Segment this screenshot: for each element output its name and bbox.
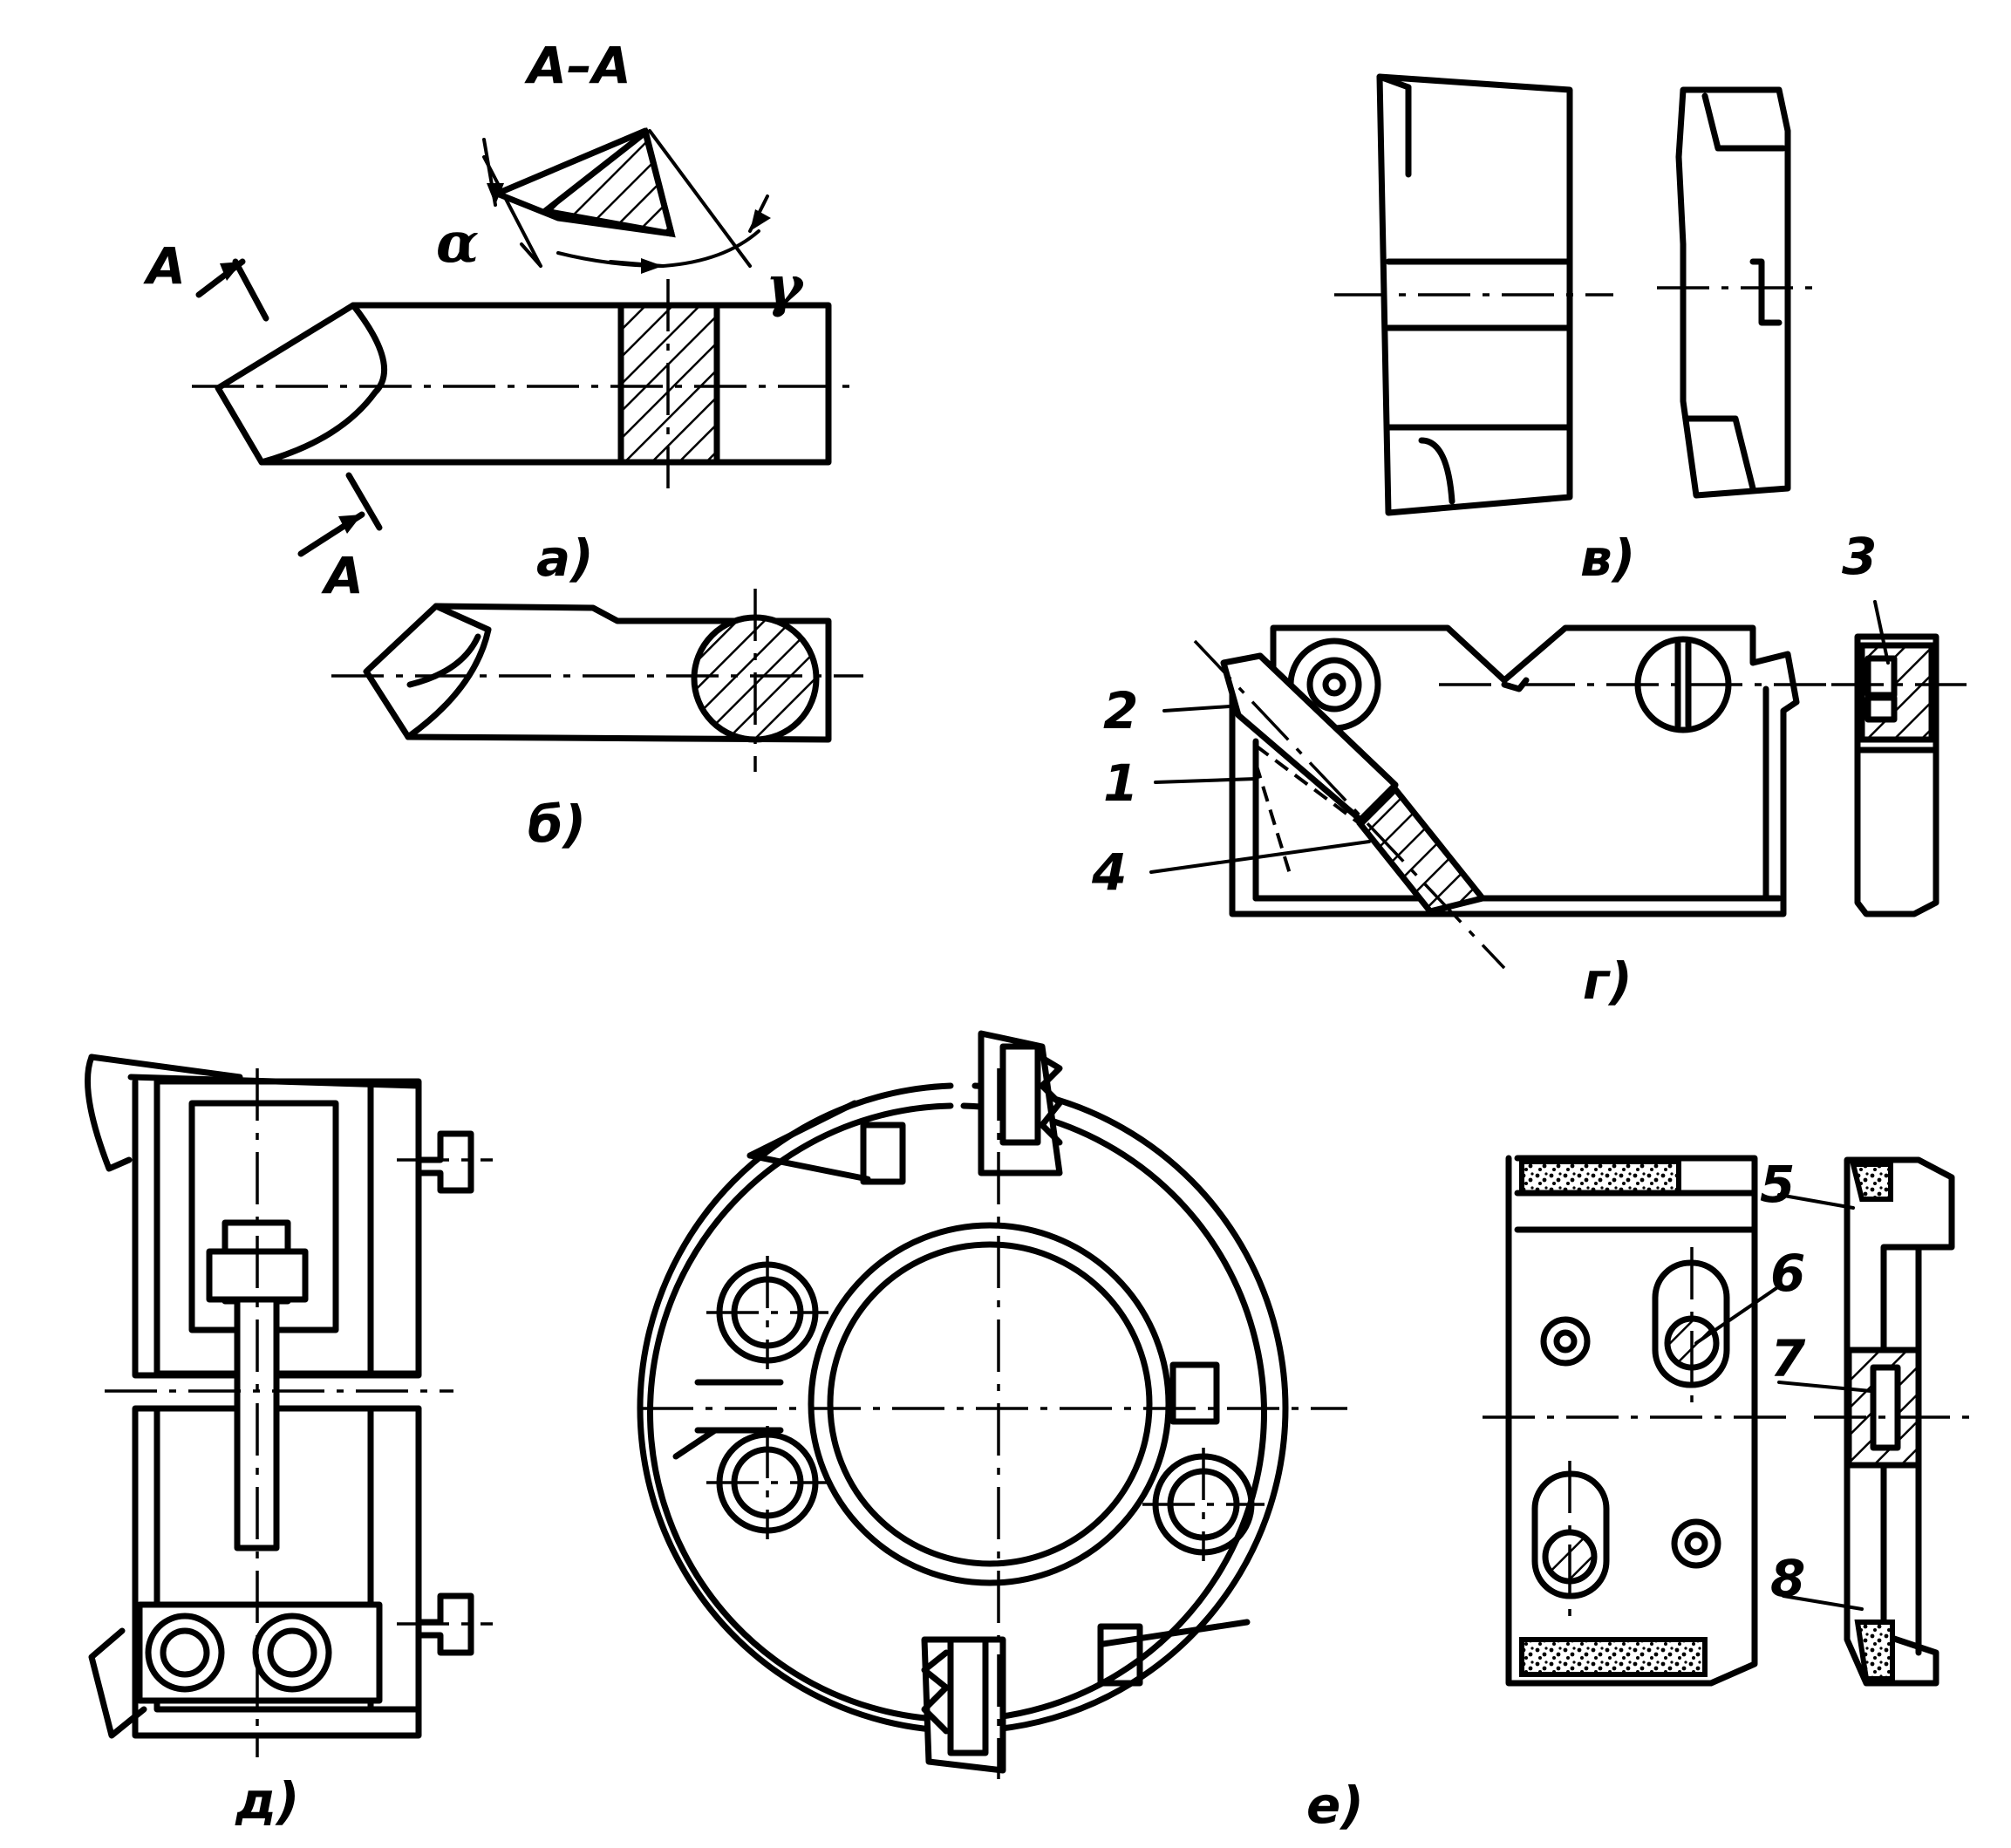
panel-e-ring-holder	[637, 1030, 1347, 1779]
callout-2: 2	[1103, 681, 1138, 740]
panel-e-label: е)	[1306, 1776, 1364, 1835]
panel-d-holder	[85, 1054, 493, 1757]
panel-b-label: б)	[528, 794, 586, 854]
panel-d-label: д)	[235, 1771, 299, 1831]
callout-3: 3	[1842, 527, 1877, 586]
panel-v-label: в)	[1580, 528, 1635, 588]
panel-e-abrasive-holder	[1483, 1155, 1975, 1687]
angle-gamma-label: γ	[766, 254, 805, 319]
angle-alpha-label: α	[436, 210, 479, 276]
panel-g-label: г)	[1583, 951, 1633, 1011]
panel-g-holder	[1149, 600, 1967, 970]
callout-4: 4	[1091, 842, 1127, 902]
section-mark-top: A	[143, 236, 186, 296]
callout-5: 5	[1760, 1155, 1795, 1214]
callout-6: 6	[1770, 1244, 1805, 1303]
panel-v-insert	[1334, 73, 1814, 516]
callout-8: 8	[1770, 1549, 1805, 1608]
panel-a-cutter	[192, 126, 859, 557]
callout-1: 1	[1103, 754, 1138, 813]
callout-7: 7	[1770, 1329, 1806, 1388]
section-title: A–A	[524, 36, 631, 95]
panel-a-label: а)	[536, 528, 594, 588]
panel-b-cutter	[331, 589, 863, 772]
section-mark-bottom: A	[321, 546, 364, 605]
